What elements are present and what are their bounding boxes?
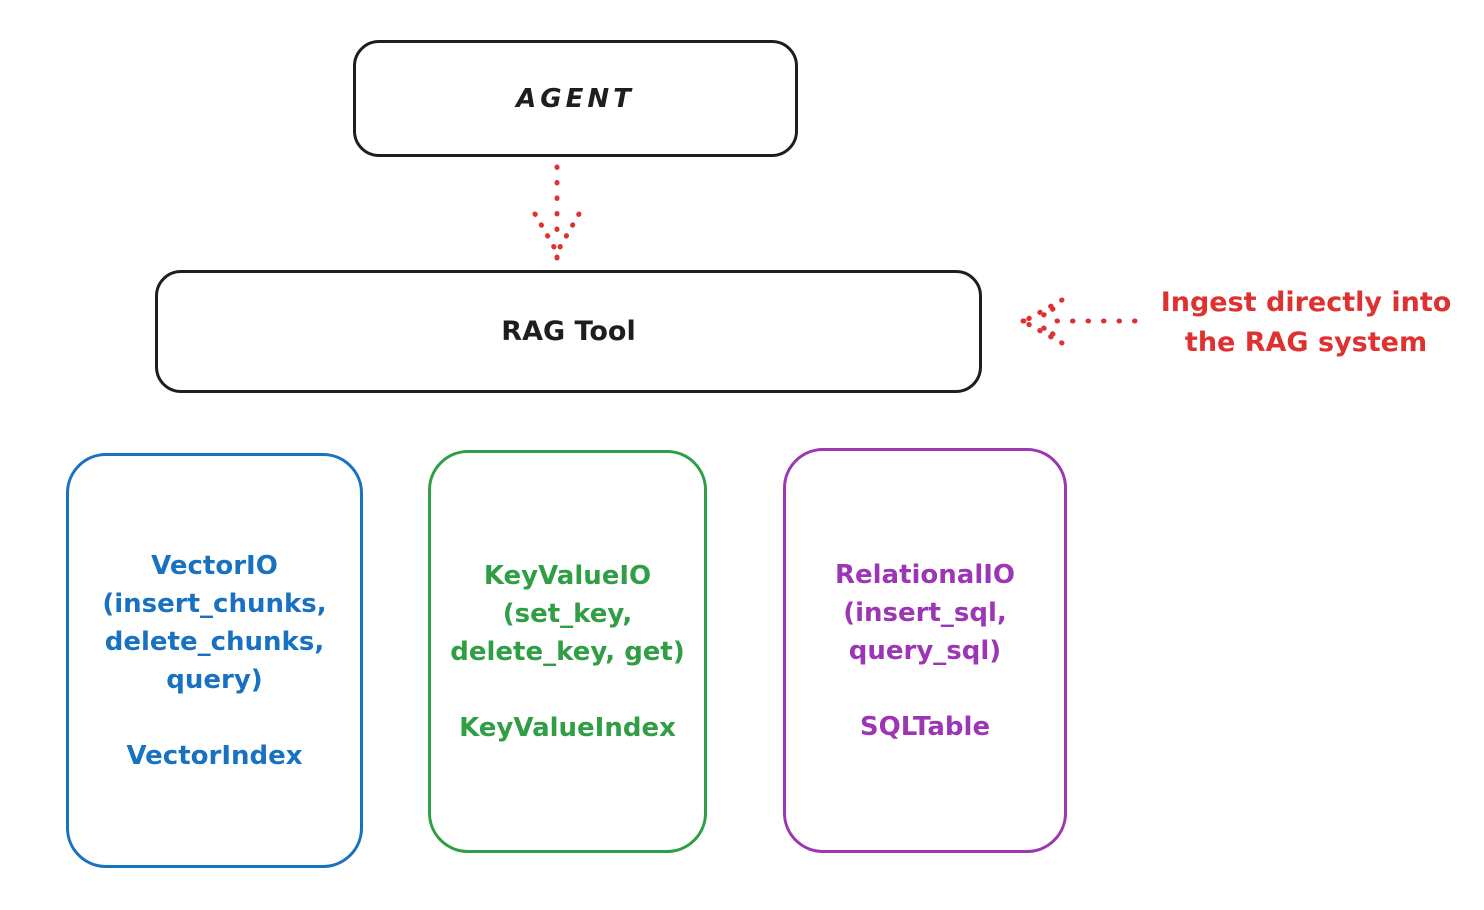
keyvalue-index-label: KeyValueIndex [459,712,676,743]
vector-io-line: (insert_chunks, [102,588,327,619]
vector-index-label: VectorIndex [126,740,303,771]
relational-io-line: (insert_sql, [843,597,1007,628]
ingest-annotation-line: Ingest directly into [1160,287,1452,318]
agent-to-ragtool-arrow [532,164,582,261]
keyvalue-io-line: (set_key, [502,598,633,629]
keyvalue-io-line: delete_key, get) [450,636,685,667]
agent-node: AGENT [353,40,798,157]
rag-tool-node: RAG Tool [155,270,982,393]
ingest-arrow [1020,297,1138,346]
relational-io-node: RelationalIO (insert_sql, query_sql) SQL… [783,448,1067,853]
keyvalue-io-line: KeyValueIO [483,560,652,591]
ingest-annotation-line: the RAG system [1184,327,1428,358]
vector-io-node: VectorIO (insert_chunks, delete_chunks, … [66,453,363,868]
vector-io-line: query) [166,664,263,695]
rag-tool-label: RAG Tool [501,316,636,347]
ingest-annotation: Ingest directly into the RAG system [1138,283,1474,363]
relational-io-line: query_sql) [848,635,1002,666]
vector-io-line: VectorIO [151,550,278,581]
keyvalue-io-node: KeyValueIO (set_key, delete_key, get) Ke… [428,450,707,853]
relational-io-line: RelationalIO [834,559,1016,590]
sql-table-label: SQLTable [859,711,991,742]
vector-io-line: delete_chunks, [104,626,325,657]
agent-label: AGENT [516,83,635,114]
